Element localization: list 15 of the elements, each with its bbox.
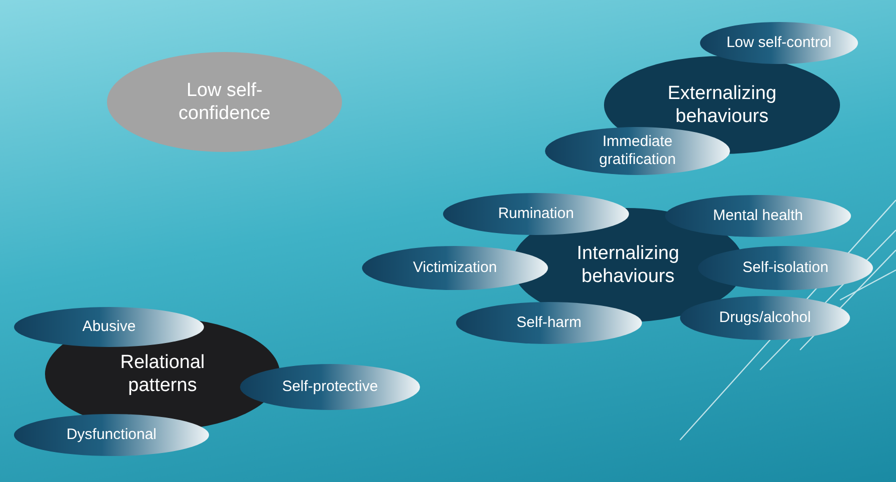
node-label: Mental health: [712, 207, 804, 225]
node-label: Low self-confidence: [178, 79, 272, 125]
node-label: Abusive: [82, 318, 136, 336]
node-label: Self-protective: [282, 378, 378, 396]
node-label: Victimization: [413, 259, 497, 277]
node-label: Self-harm: [516, 314, 582, 332]
node-label: Externalizing behaviours: [666, 82, 778, 128]
node-label: Dysfunctional: [66, 426, 157, 444]
node-label: Rumination: [498, 205, 574, 223]
node-label: Drugs/alcohol: [719, 309, 811, 327]
node-label: Relational patterns: [119, 351, 206, 397]
node-label: Self-isolation: [742, 259, 828, 277]
node-label: Low self-control: [726, 34, 832, 52]
node-label: Internalizing behaviours: [576, 242, 680, 288]
node-label: Immediate gratification: [598, 133, 677, 169]
